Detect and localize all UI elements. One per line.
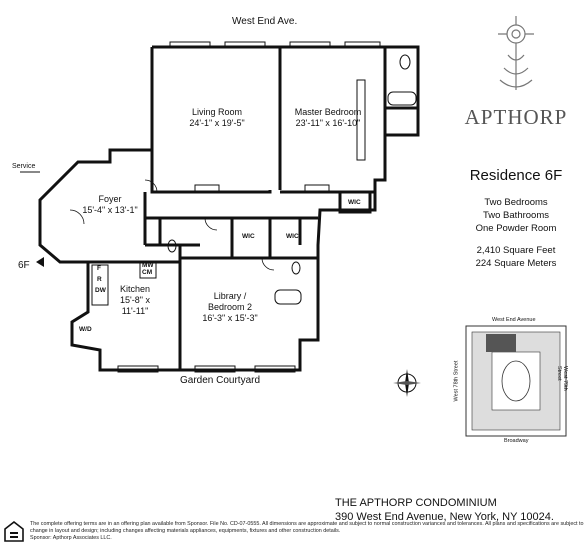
residence-info: Residence 6F Two Bedrooms Two Bathrooms … <box>444 167 588 270</box>
street-label-top: West End Ave. <box>232 16 298 27</box>
equal-housing-icon <box>4 521 24 542</box>
street-label-bottom: Garden Courtyard <box>180 375 261 386</box>
fridge-label: F <box>97 265 101 272</box>
spec-sqft: 2,410 Square Feet <box>476 245 556 256</box>
key-plan: West End Avenue Broadway West 78th Stree… <box>452 316 580 448</box>
room-library: Library / Bedroom 2 16'-3" x 15'-3" <box>190 291 270 324</box>
room-kitchen: Kitchen 15'-8" x 11'-11" <box>110 284 160 317</box>
dishwasher-label: DW <box>95 287 106 294</box>
mw-label: MW <box>142 262 154 269</box>
floor-plan-drawing <box>20 41 420 373</box>
entry-arrow-icon <box>36 257 44 267</box>
room-dims: 15'-8" x <box>120 295 150 305</box>
disclaimer-text: The complete offering terms are in an of… <box>30 521 584 534</box>
key-plan-right: West 79th Street <box>556 366 568 391</box>
legal-disclaimer: The complete offering terms are in an of… <box>30 521 585 542</box>
room-name: Library / <box>213 291 247 301</box>
key-plan-left: West 78th Street <box>453 360 460 402</box>
room-name: Kitchen <box>119 284 151 294</box>
wic-label-2: WIC <box>286 233 299 240</box>
condo-address: 390 West End Avenue, New York, NY 10024. <box>335 511 554 523</box>
spec-sqm: 224 Square Meters <box>475 258 557 269</box>
room-dims: 15'-4" x 13'-1" <box>82 205 138 215</box>
wic-label-1: WIC <box>242 233 255 240</box>
range-label: R <box>97 276 102 283</box>
room-name: Master Bedroom <box>294 107 362 117</box>
condo-name: THE APTHORP CONDOMINIUM <box>335 497 497 509</box>
room-dims: 24'-1" x 19'-5" <box>189 118 245 128</box>
cm-label: CM <box>142 269 153 276</box>
floor-plan: West End Ave. Garden Courtyard Service 6… <box>12 16 420 386</box>
room-master-bedroom: Master Bedroom 23'-11" x 16'-10" <box>288 107 368 129</box>
key-plan-top: West End Avenue <box>492 317 536 323</box>
room-dims-2: 11'-11" <box>121 306 149 316</box>
spec-bedrooms: Two Bedrooms <box>484 197 548 208</box>
spec-bathrooms: Two Bathrooms <box>483 210 549 221</box>
residence-title: Residence 6F <box>469 167 563 184</box>
spec-powder: One Powder Room <box>475 223 557 234</box>
room-dims: 23'-11" x 16'-10" <box>295 118 361 128</box>
room-living-room: Living Room 24'-1" x 19'-5" <box>172 107 262 129</box>
key-plan-bottom: Broadway <box>504 438 529 444</box>
room-foyer: Foyer 15'-4" x 13'-1" <box>70 194 150 216</box>
unit-marker: 6F <box>18 260 30 271</box>
service-label: Service <box>12 163 36 170</box>
condo-block: THE APTHORP CONDOMINIUM 390 West End Ave… <box>335 496 554 524</box>
room-name: Living Room <box>191 107 243 117</box>
brand-block: APTHORP <box>444 10 588 130</box>
room-name-2: Bedroom 2 <box>207 302 253 312</box>
brand-name: APTHORP <box>464 105 568 129</box>
room-name: Foyer <box>98 194 122 204</box>
room-dims: 16'-3" x 15'-3" <box>202 313 258 323</box>
key-plan-drawing <box>465 325 567 437</box>
apthorp-crest-icon <box>498 16 534 90</box>
compass-icon <box>393 369 421 397</box>
wd-label: W/D <box>79 326 92 333</box>
sponsor-text: Sponsor: Apthorp Associates LLC. <box>30 535 112 541</box>
wic-label-3: WIC <box>348 199 361 206</box>
